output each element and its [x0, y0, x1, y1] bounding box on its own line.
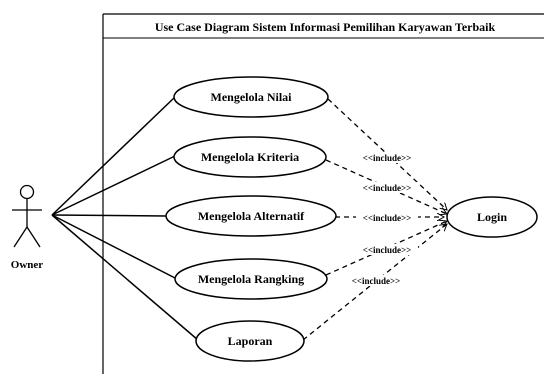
system-boundary: Use Case Diagram Sistem Informasi Pemili… — [102, 13, 544, 374]
use-case-ellipse — [165, 195, 337, 237]
include-label: <<include>> — [363, 153, 412, 163]
actor-head — [19, 184, 35, 200]
use-case-ellipse — [173, 76, 329, 118]
use-case-label: Mengelola Kriteria — [201, 150, 299, 164]
use-case-label: Laporan — [228, 334, 273, 348]
include-dependencies: <<include>> <<include>> <<include>> <<in… — [302, 98, 447, 341]
use-case-ellipse — [174, 258, 328, 300]
use-case-label: Mengelola Alternatif — [198, 209, 305, 223]
use-case-label: Mengelola Rangking — [198, 272, 304, 286]
association-kriteria — [51, 155, 176, 216]
actor-label: Owner — [11, 259, 44, 271]
use-case-laporan: Laporan — [195, 320, 305, 362]
diagram-title: Use Case Diagram Sistem Informasi Pemili… — [155, 20, 496, 34]
use-case-ellipse — [446, 196, 538, 238]
association-nilai — [51, 96, 176, 216]
include-label-bg — [356, 152, 418, 163]
use-case-login: Login — [446, 196, 538, 238]
include-label-bg — [345, 275, 407, 286]
use-case-alternatif: Mengelola Alternatif — [165, 195, 337, 237]
include-label: <<include>> — [352, 276, 401, 286]
use-case-kriteria: Mengelola Kriteria — [173, 136, 327, 178]
include-label-bg — [356, 182, 418, 193]
actor-left-leg — [13, 226, 28, 248]
use-case-ellipse — [173, 136, 327, 178]
include-label-bg — [356, 212, 418, 223]
use-case-ellipse — [195, 320, 305, 362]
use-case-nilai: Mengelola Nilai — [173, 76, 329, 118]
include-label: <<include>> — [363, 213, 412, 223]
include-label: <<include>> — [363, 245, 412, 255]
association-rangking — [51, 214, 176, 279]
use-case-label: Mengelola Nilai — [211, 90, 293, 104]
associations — [51, 96, 199, 341]
actor-right-leg — [26, 226, 41, 248]
use-case-label: Login — [477, 210, 507, 224]
association-laporan — [51, 214, 199, 341]
actor-owner: Owner — [11, 184, 44, 271]
include-label: <<include>> — [363, 183, 412, 193]
use-case-rangking: Mengelola Rangking — [174, 258, 328, 300]
association-alternatif — [51, 214, 167, 217]
include-label-bg — [356, 244, 418, 255]
